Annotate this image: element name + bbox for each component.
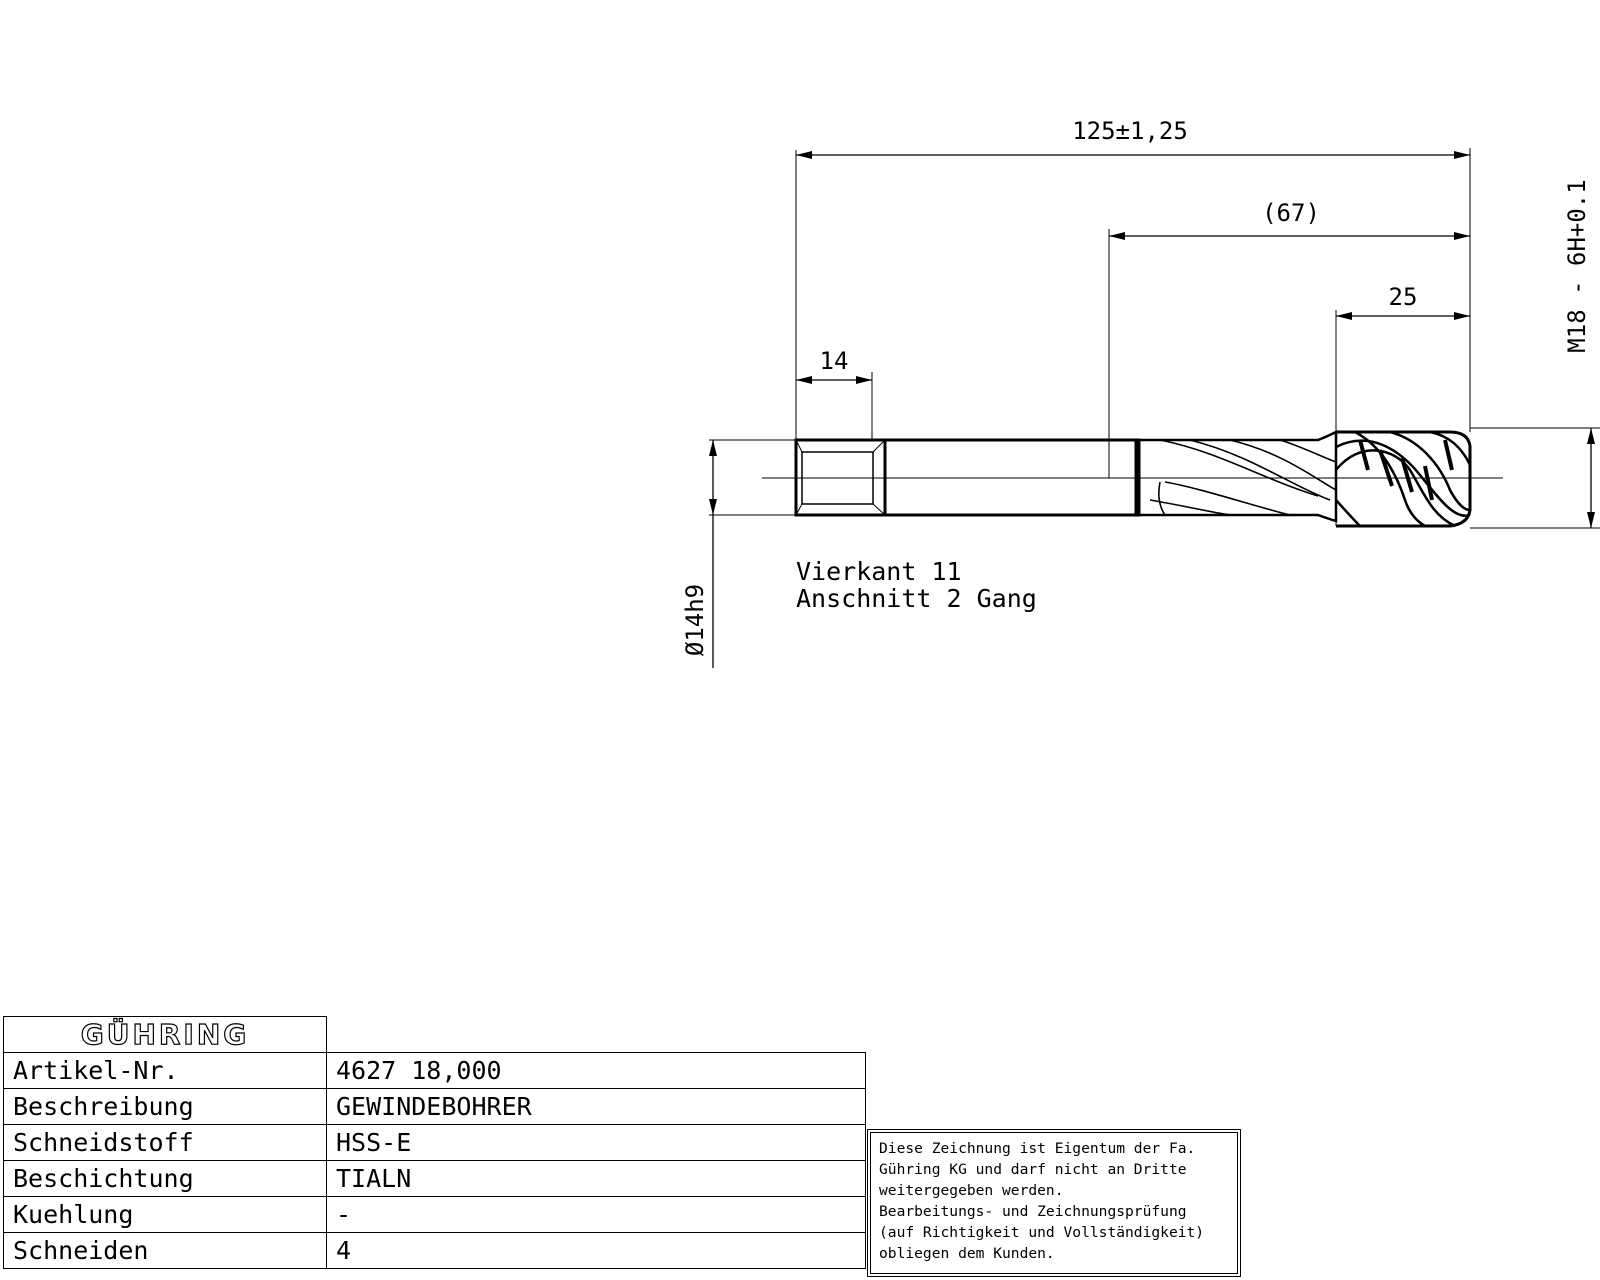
note-square: Vierkant 11 bbox=[796, 557, 962, 586]
row-label: Schneidstoff bbox=[3, 1123, 327, 1161]
note-chamfer: Anschnitt 2 Gang bbox=[796, 584, 1037, 613]
title-block: GÜHRING Artikel-Nr. 4627 18,000 Beschrei… bbox=[3, 1016, 866, 1269]
row-value: TIALN bbox=[326, 1159, 866, 1197]
disclaimer-line: weitergegeben werden. bbox=[879, 1182, 1064, 1199]
title-row: Schneidstoff HSS-E bbox=[3, 1123, 866, 1161]
row-label: Beschichtung bbox=[3, 1159, 327, 1197]
row-label: Schneiden bbox=[3, 1231, 327, 1269]
dim-thread-spec: M18 - 6H+0.1 bbox=[1563, 179, 1591, 352]
dim-shank-to-tip: (67) bbox=[1262, 199, 1320, 227]
disclaimer-line: obliegen dem Kunden. bbox=[879, 1245, 1055, 1262]
title-row: Artikel-Nr. 4627 18,000 bbox=[3, 1051, 866, 1089]
row-value: GEWINDEBOHRER bbox=[326, 1087, 866, 1125]
dimension-lines bbox=[709, 151, 1595, 668]
title-row: Kuehlung - bbox=[3, 1195, 866, 1233]
disclaimer-line: (auf Richtigkeit und Vollständigkeit) bbox=[879, 1224, 1205, 1241]
disclaimer-line: Diese Zeichnung ist Eigentum der Fa. bbox=[879, 1140, 1196, 1157]
dim-overall-length: 125±1,25 bbox=[1072, 117, 1188, 145]
disclaimer-line: Bearbeitungs- und Zeichnungsprüfung bbox=[879, 1203, 1187, 1220]
tap-outline bbox=[762, 429, 1503, 528]
extension-lines bbox=[709, 148, 1600, 529]
logo-cell: GÜHRING bbox=[3, 1016, 327, 1053]
dim-thread-length: 25 bbox=[1389, 283, 1418, 311]
guehring-logo: GÜHRING bbox=[80, 1017, 250, 1051]
title-row: Schneiden 4 bbox=[3, 1231, 866, 1269]
title-row: Beschreibung GEWINDEBOHRER bbox=[3, 1087, 866, 1125]
row-label: Beschreibung bbox=[3, 1087, 327, 1125]
row-value: - bbox=[326, 1195, 866, 1233]
title-row: Beschichtung TIALN bbox=[3, 1159, 866, 1197]
row-label: Artikel-Nr. bbox=[3, 1051, 327, 1089]
dim-square-length: 14 bbox=[820, 347, 849, 375]
disclaimer-line: Gühring KG und darf nicht an Dritte bbox=[879, 1161, 1187, 1178]
ownership-disclaimer: Diese Zeichnung ist Eigentum der Fa. Güh… bbox=[867, 1129, 1241, 1277]
disclaimer-text: Diese Zeichnung ist Eigentum der Fa. Güh… bbox=[870, 1132, 1238, 1274]
row-value: 4 bbox=[326, 1231, 866, 1269]
row-value: HSS-E bbox=[326, 1123, 866, 1161]
row-label: Kuehlung bbox=[3, 1195, 327, 1233]
row-value: 4627 18,000 bbox=[326, 1051, 866, 1089]
dim-shank-diameter: Ø14h9 bbox=[681, 584, 709, 656]
